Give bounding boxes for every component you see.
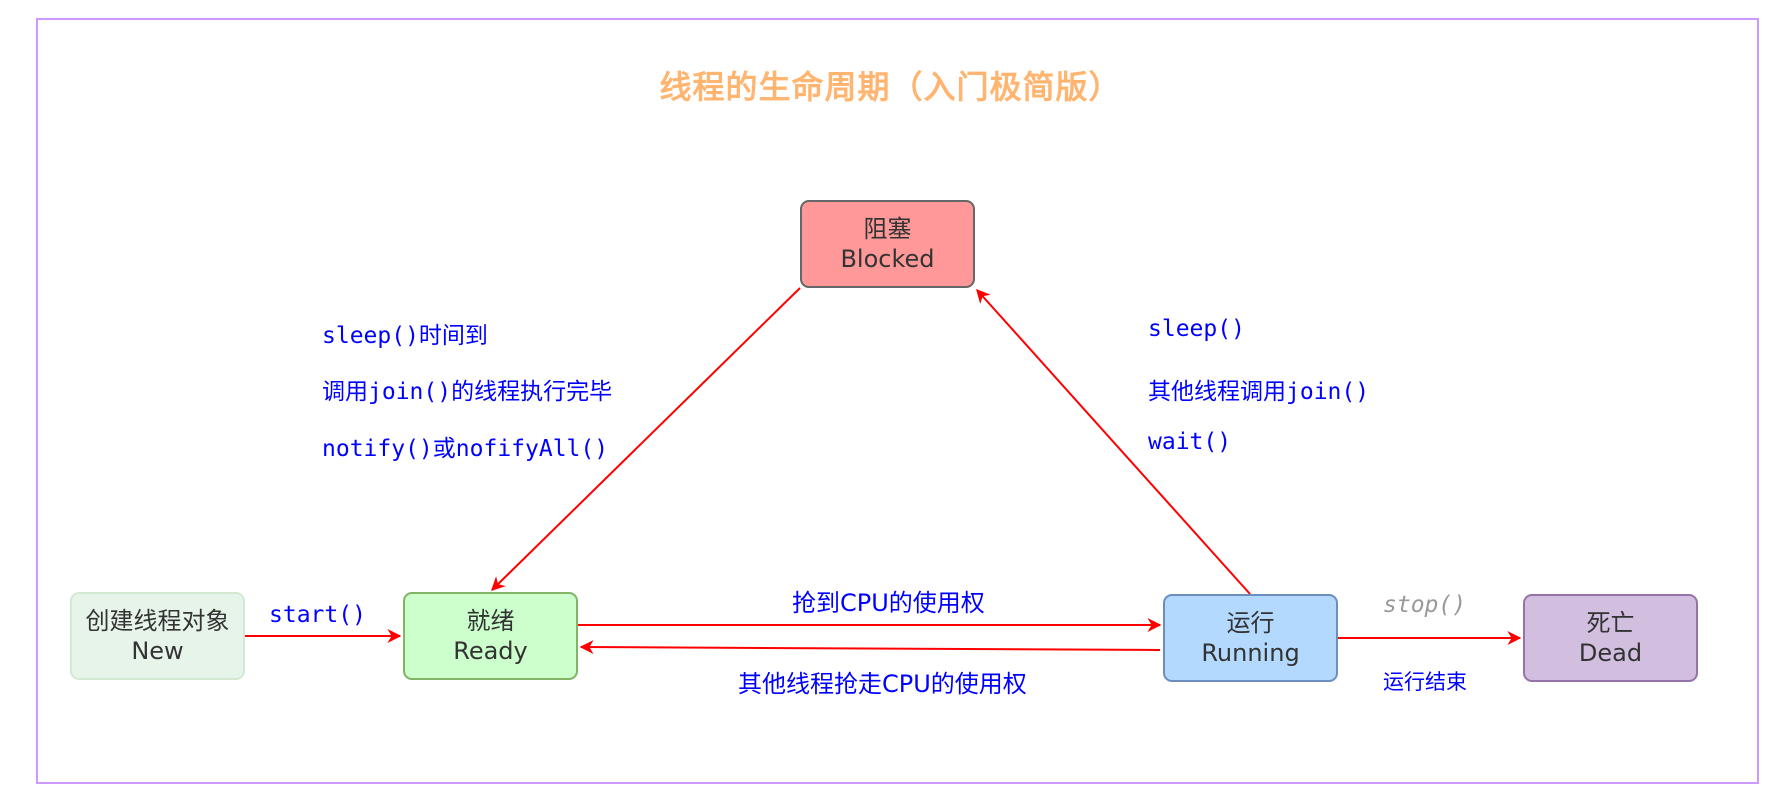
label-start: start() bbox=[269, 602, 366, 628]
label-ready-to-running: 抢到CPU的使用权 bbox=[792, 589, 985, 617]
node-ready-cn: 就绪 bbox=[466, 607, 515, 635]
label-running-to-blocked-2: 其他线程调用join() bbox=[1148, 379, 1370, 405]
node-running-cn: 运行 bbox=[1226, 609, 1275, 637]
node-blocked: 阻塞 Blocked bbox=[800, 200, 975, 288]
diagram-title: 线程的生命周期（入门极简版） bbox=[659, 68, 1122, 106]
node-blocked-en: Blocked bbox=[840, 245, 935, 273]
label-running-to-blocked-1: sleep() bbox=[1148, 316, 1245, 342]
label-running-to-ready: 其他线程抢走CPU的使用权 bbox=[738, 670, 1027, 698]
node-dead-en: Dead bbox=[1578, 639, 1643, 667]
node-running-en: Running bbox=[1201, 639, 1300, 667]
node-new: 创建线程对象 New bbox=[70, 592, 245, 680]
edge-running-to-blocked bbox=[976, 288, 1251, 595]
label-blocked-to-ready-1: sleep()时间到 bbox=[322, 323, 488, 349]
node-ready: 就绪 Ready bbox=[403, 592, 578, 680]
label-run-end: 运行结束 bbox=[1383, 670, 1467, 694]
label-blocked-to-ready-3: notify()或nofifyAll() bbox=[322, 436, 609, 462]
node-new-cn: 创建线程对象 bbox=[85, 607, 230, 635]
label-running-to-blocked-3: wait() bbox=[1148, 429, 1232, 455]
node-new-en: New bbox=[131, 637, 184, 665]
node-running: 运行 Running bbox=[1163, 594, 1338, 682]
label-stop: stop() bbox=[1383, 592, 1467, 618]
edge-running-to-ready bbox=[579, 640, 1161, 655]
label-blocked-to-ready-2: 调用join()的线程执行完毕 bbox=[322, 379, 613, 405]
node-ready-en: Ready bbox=[453, 637, 528, 665]
node-dead: 死亡 Dead bbox=[1523, 594, 1698, 682]
node-blocked-cn: 阻塞 bbox=[863, 215, 912, 243]
diagram-frame bbox=[36, 18, 1759, 784]
node-dead-cn: 死亡 bbox=[1586, 609, 1635, 637]
edge-blocked-to-ready bbox=[491, 287, 801, 591]
